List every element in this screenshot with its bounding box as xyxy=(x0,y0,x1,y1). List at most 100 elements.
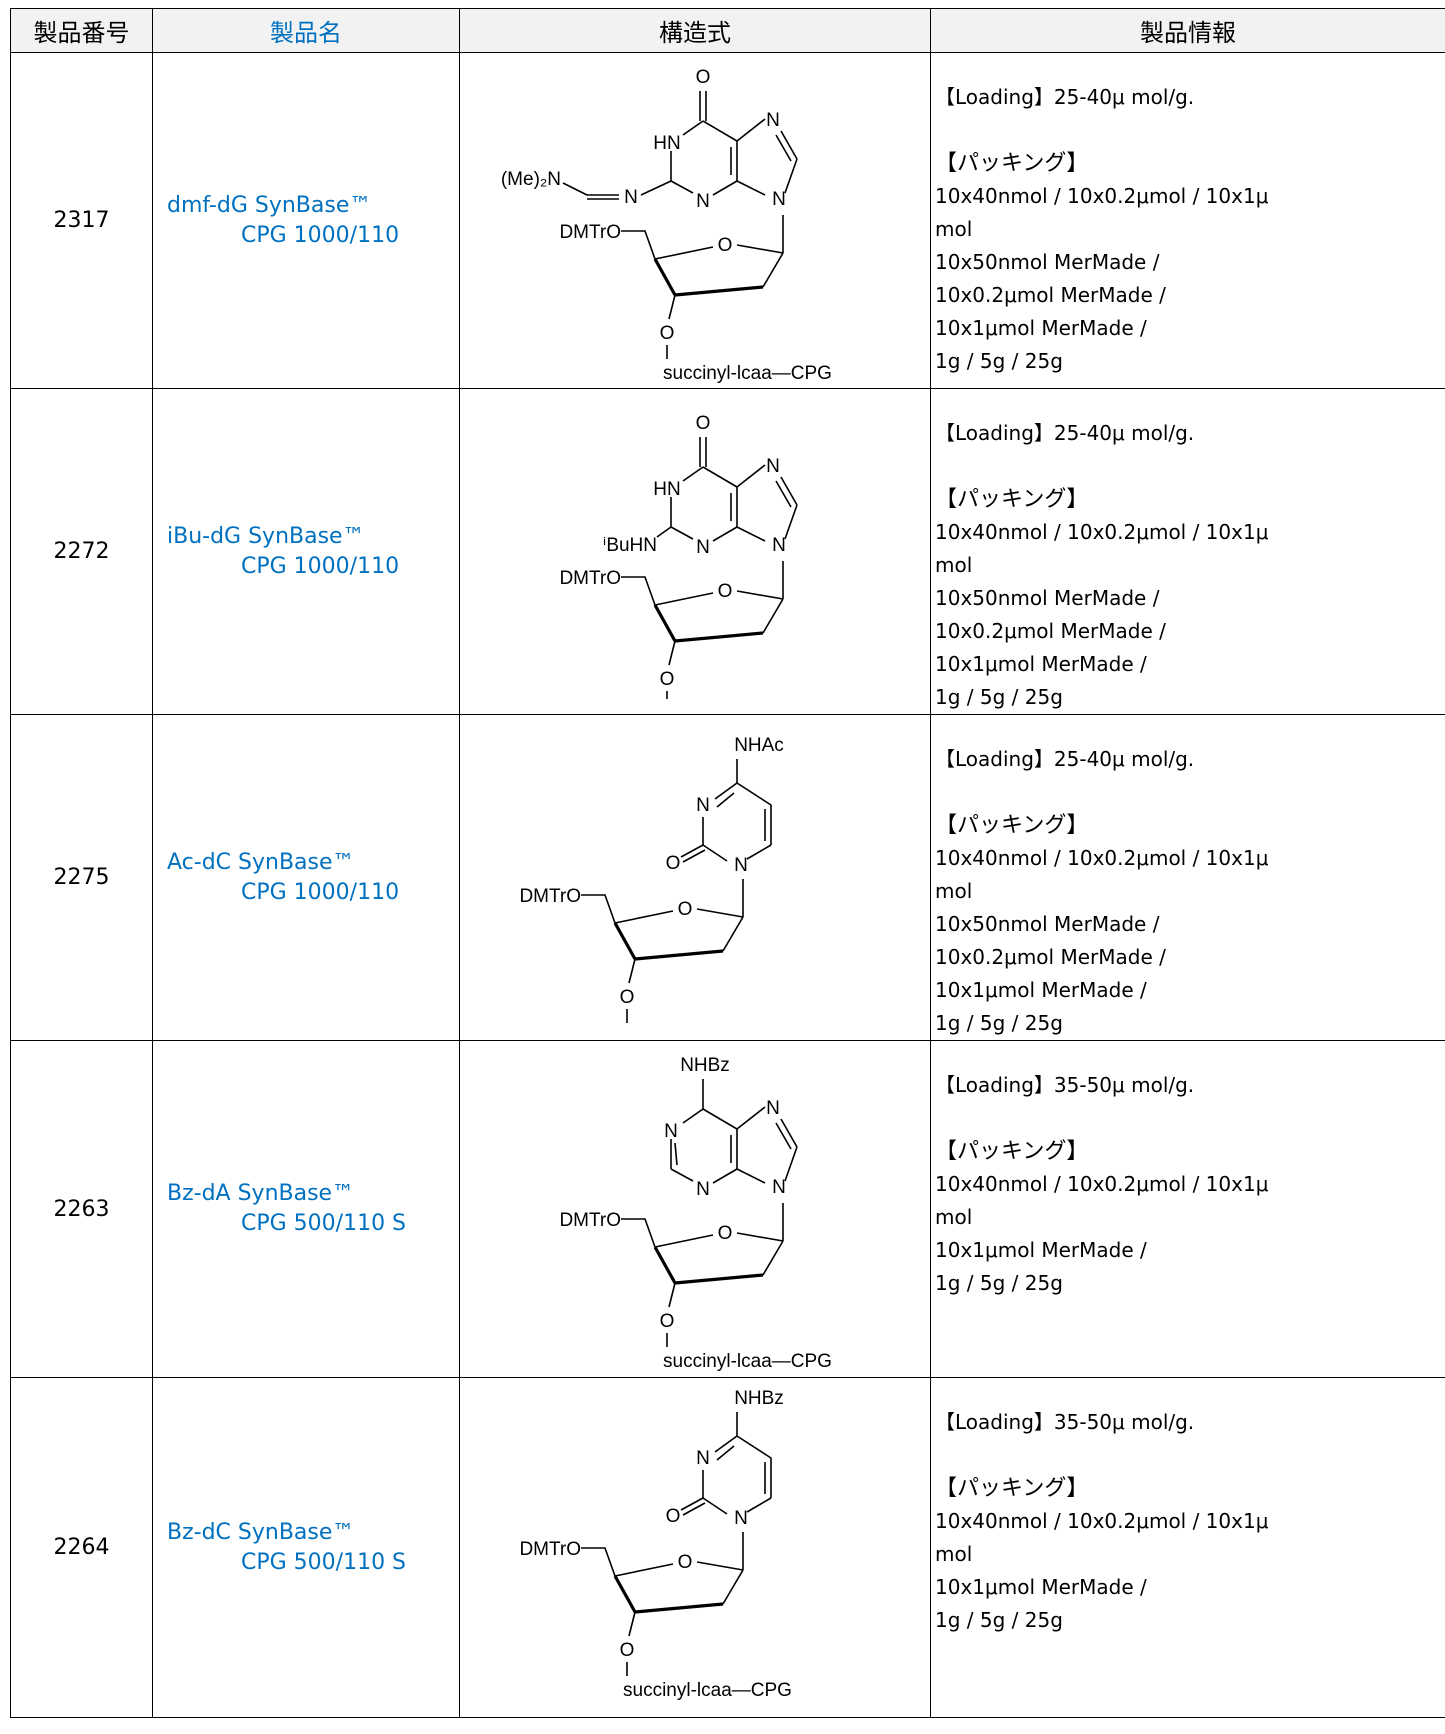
packing-line: 10x40nmol / 10x0.2μmol / 10x1μ xyxy=(935,184,1269,208)
bond-line xyxy=(714,781,738,800)
bond-line xyxy=(736,463,766,488)
bond-line xyxy=(682,848,706,863)
bond-line xyxy=(621,575,656,605)
product-name-line2[interactable]: CPG 1000/110 xyxy=(241,879,400,905)
bond-line xyxy=(653,1245,677,1284)
bond-line xyxy=(680,1496,704,1511)
nitrogen-7: N xyxy=(766,456,780,477)
packing-line: 10x0.2μmol MerMade / xyxy=(935,619,1166,643)
structure-diagram: NHAcNNOODMTrOOsuccinyl-lcaa—CPG xyxy=(519,735,784,1023)
product-name-line1[interactable]: Bz-dA SynBase™ xyxy=(167,1181,355,1206)
nitrogen-7: N xyxy=(766,110,780,131)
dmtr-label: DMTrO xyxy=(559,1210,621,1231)
product-name-line2[interactable]: CPG 500/110 S xyxy=(241,1211,407,1236)
bond-line xyxy=(562,181,588,196)
bond-line xyxy=(613,1574,637,1613)
sugar-ring-oxygen: O xyxy=(718,235,733,256)
loading-text: 【Loading】25-40μ mol/g. xyxy=(935,421,1195,445)
header-product-number: 製品番号 xyxy=(10,8,153,53)
product-number-text: 2263 xyxy=(53,1196,110,1222)
product-name[interactable]: Ac-dC SynBase™ CPG 1000/110 xyxy=(152,714,460,1041)
linker-label: succinyl-lcaa—CPG xyxy=(663,1351,832,1372)
substituent-label: ⁱBuHN xyxy=(603,535,657,556)
nitrogen-9: N xyxy=(772,189,786,210)
product-name-line2[interactable]: CPG 1000/110 xyxy=(241,553,400,579)
packing-title: 【パッキング】 xyxy=(935,1476,1089,1501)
dmtr-label: DMTrO xyxy=(519,886,581,907)
packing-line: 1g / 5g / 25g xyxy=(935,1271,1063,1295)
nitrogen-3: N xyxy=(696,537,710,558)
product-name[interactable]: dmf-dG SynBase™ CPG 1000/110 xyxy=(152,52,460,389)
carbonyl-oxygen: O xyxy=(696,67,711,88)
product-table: 製品番号 製品名 構造式 製品情報 2317 dmf-dG SynBase™ C… xyxy=(10,8,1445,1718)
bond-line xyxy=(668,294,676,319)
bond-line xyxy=(784,1146,798,1181)
product-number: 2317 xyxy=(10,52,153,389)
bond-line xyxy=(714,1434,738,1453)
bond-line xyxy=(628,1611,636,1636)
bond-line xyxy=(762,598,784,633)
sugar-ring-oxygen: O xyxy=(678,1552,693,1573)
oxygen-3prime: O xyxy=(620,1640,635,1661)
product-name-line1[interactable]: Bz-dC SynBase™ xyxy=(167,1519,355,1545)
structure-cell: NNNHNOⁱBuHNODMTrOOsuccinyl-lcaa—CPG xyxy=(459,388,931,715)
nitrogen-9: N xyxy=(772,535,786,556)
loading-text: 【Loading】35-50μ mol/g. xyxy=(935,1073,1195,1097)
product-name-line2[interactable]: CPG 1000/110 xyxy=(241,222,400,248)
bond-line xyxy=(653,257,677,296)
bond-line xyxy=(702,1107,738,1169)
product-name[interactable]: Bz-dC SynBase™ CPG 500/110 S xyxy=(152,1377,460,1718)
product-info: 【Loading】35-50μ mol/g. 【パッキング】 10x40nmol… xyxy=(930,1040,1445,1378)
oxygen-3prime: O xyxy=(620,987,635,1008)
nitrogen-3: N xyxy=(696,1179,710,1200)
bond-line xyxy=(780,130,798,159)
packing-line: 1g / 5g / 25g xyxy=(935,1608,1063,1632)
packing-line: 10x1μmol MerMade / xyxy=(935,652,1147,676)
product-number: 2264 xyxy=(10,1377,153,1718)
bond-line xyxy=(668,640,676,665)
bond-line xyxy=(581,1546,616,1576)
packing-line: 1g / 5g / 25g xyxy=(935,349,1063,373)
loading-text: 【Loading】25-40μ mol/g. xyxy=(935,747,1195,771)
nitrogen-3: N xyxy=(696,191,710,212)
bond-line xyxy=(722,916,744,951)
packing-line: 10x1μmol MerMade / xyxy=(935,1575,1147,1599)
bond-line xyxy=(628,958,636,983)
product-name[interactable]: Bz-dA SynBase™ CPG 500/110 S xyxy=(152,1040,460,1378)
product-name[interactable]: iBu-dG SynBase™ CPG 1000/110 xyxy=(152,388,460,715)
bond-line xyxy=(775,1122,792,1149)
product-name-line1[interactable]: Ac-dC SynBase™ xyxy=(167,849,355,875)
packing-line: 1g / 5g / 25g xyxy=(935,1011,1063,1035)
packing-line: 10x1μmol MerMade / xyxy=(935,316,1147,340)
product-number: 2275 xyxy=(10,714,153,1041)
bond-line xyxy=(634,1601,724,1614)
substituent-label: NHAc xyxy=(734,735,784,756)
bond-line xyxy=(736,243,784,254)
carbonyl-oxygen: O xyxy=(666,853,681,874)
packing-line: 10x40nmol / 10x0.2μmol / 10x1μ xyxy=(935,1172,1269,1196)
nitrogen-7: N xyxy=(766,1098,780,1119)
bond-line xyxy=(682,1501,706,1516)
bond-line xyxy=(696,1560,744,1571)
linker-label: succinyl-lcaa—CPG xyxy=(663,363,832,383)
nitrogen-1: N xyxy=(734,1508,748,1529)
bond-line xyxy=(674,1272,764,1285)
product-name-line1[interactable]: dmf-dG SynBase™ xyxy=(167,192,372,218)
bond-line xyxy=(775,480,792,507)
bond-line xyxy=(674,1142,678,1165)
packing-line: mol xyxy=(935,1205,973,1229)
packing-title: 【パッキング】 xyxy=(935,813,1089,838)
bond-line xyxy=(654,591,714,606)
bond-line xyxy=(746,1496,772,1513)
product-name-line2[interactable]: CPG 500/110 S xyxy=(241,1549,407,1575)
product-number: 2272 xyxy=(10,388,153,715)
bond-line xyxy=(670,1167,694,1182)
product-name-line1[interactable]: iBu-dG SynBase™ xyxy=(167,523,365,549)
product-number: 2263 xyxy=(10,1040,153,1378)
nh-label: HN xyxy=(653,133,680,154)
